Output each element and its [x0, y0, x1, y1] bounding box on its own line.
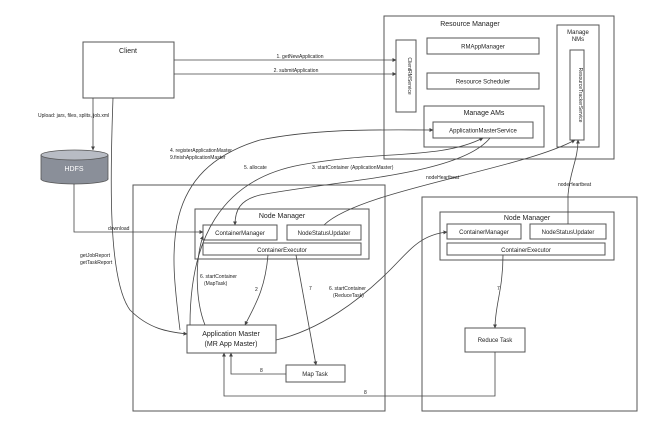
manage-nms-title-line2: NMs: [572, 37, 584, 43]
edge-node-heartbeat-right-label: nodeHeartbeat: [558, 182, 592, 188]
edge-node-heartbeat-left: [323, 139, 576, 226]
client-node: Client: [82, 41, 175, 99]
rm-app-manager-label: RMAppManager: [461, 45, 505, 51]
edge-get-job-report-label2: getTaskReport: [80, 260, 113, 266]
edge-start-container-map-label1: 6. startContainer: [200, 274, 237, 280]
edge-step8-reduce: [222, 352, 496, 397]
hdfs-store: HDFS: [40, 149, 109, 185]
edge-node-heartbeat-left-label: nodeHeartbeat: [426, 175, 460, 181]
container-executor-left-box: [202, 242, 362, 256]
edge-register-am-label1: 4. registerApplicationMaster: [170, 148, 232, 154]
edge-start-container-am: [233, 137, 491, 226]
edge-step8-map-label: 8: [260, 368, 263, 374]
edge-download: [73, 184, 204, 234]
container-executor-right-box: [446, 242, 606, 256]
reduce-task-label: Reduce Task: [478, 338, 514, 344]
edge-get-new-application-label: 1. getNewApplication: [277, 54, 324, 60]
edge-step7-left-label: 7: [309, 286, 312, 292]
client-title: Client: [119, 48, 137, 55]
edge-upload-label: Upload: jars, files, splits, job.xml: [38, 113, 109, 119]
client-rm-service-label: ClientRMService: [406, 57, 412, 94]
edge-start-container-reduce-label1: 6. startContainer: [329, 286, 366, 292]
am-service-label: ApplicationMasterService: [449, 129, 517, 135]
edge-get-job-report: [110, 97, 188, 336]
edge-start-container-am-label: 3. startContainer (ApplicationMaster): [312, 165, 394, 171]
edge-get-job-report-label1: getJobReport: [80, 253, 111, 259]
edge-register-am: [173, 127, 434, 331]
edge-register-am-label2: 9.finishApplicationMaster: [170, 155, 226, 161]
edge-step7-left: [295, 254, 318, 366]
edge-start-container-map: [196, 235, 206, 326]
hdfs-label: HDFS: [64, 166, 83, 173]
node-manager-left-title: Node Manager: [259, 213, 306, 220]
edge-start-container-reduce-label2: (ReduceTask): [333, 293, 364, 299]
resource-scheduler-box: [426, 72, 540, 90]
container-manager-right-label: ContainerManager: [459, 230, 509, 236]
map-task: Map Task: [285, 364, 346, 383]
edge-step2-label: 2: [255, 287, 258, 293]
edge-node-heartbeat-right: [567, 139, 580, 224]
client-rm-service-box: [395, 39, 417, 113]
application-master: Application Master (MR App Master): [186, 324, 277, 354]
edge-start-container-map-label2: (MapTask): [204, 281, 228, 287]
resource-scheduler-label: Resource Scheduler: [456, 80, 510, 86]
rm-app-manager-box: [426, 37, 540, 55]
node-manager-left: Node Manager ContainerManager NodeStatus…: [194, 208, 370, 260]
container-executor-right-label: ContainerExecutor: [501, 248, 551, 254]
application-master-line2: (MR App Master): [205, 341, 258, 348]
container-manager-left-label: ContainerManager: [215, 231, 265, 237]
manage-ams-title: Manage AMs: [464, 110, 505, 117]
resource-manager: Resource Manager ClientRMService RMAppMa…: [383, 15, 615, 160]
resource-manager-title: Resource Manager: [440, 21, 500, 28]
edge-step8-map: [229, 352, 286, 375]
edge-submit-application-label: 2. submitApplication: [274, 68, 319, 74]
node-status-updater-right-label: NodeStatusUpdater: [542, 230, 595, 236]
edge-download-label: download: [108, 226, 130, 232]
node-status-updater-left-label: NodeStatusUpdater: [298, 231, 351, 237]
resource-tracker-service-label: ResourceTrackerService: [577, 68, 583, 123]
edge-step7-right-label: 7: [497, 286, 500, 292]
edge-start-container-reduce: [275, 230, 448, 341]
container-executor-left-label: ContainerExecutor: [257, 248, 307, 254]
edge-allocate-label: 5. allocate: [244, 165, 267, 171]
reduce-task: Reduce Task: [464, 327, 526, 353]
edge-step8-reduce-label: 8: [364, 390, 367, 396]
map-task-label: Map Task: [302, 372, 329, 378]
node-manager-right-title: Node Manager: [504, 215, 551, 222]
application-master-line1: Application Master: [202, 331, 260, 338]
node-manager-right: Node Manager ContainerManager NodeStatus…: [439, 211, 615, 261]
manage-nms-title-line1: Manage: [567, 30, 589, 36]
edge-step7-right: [493, 254, 504, 329]
edge-executor-to-am: [244, 254, 269, 326]
